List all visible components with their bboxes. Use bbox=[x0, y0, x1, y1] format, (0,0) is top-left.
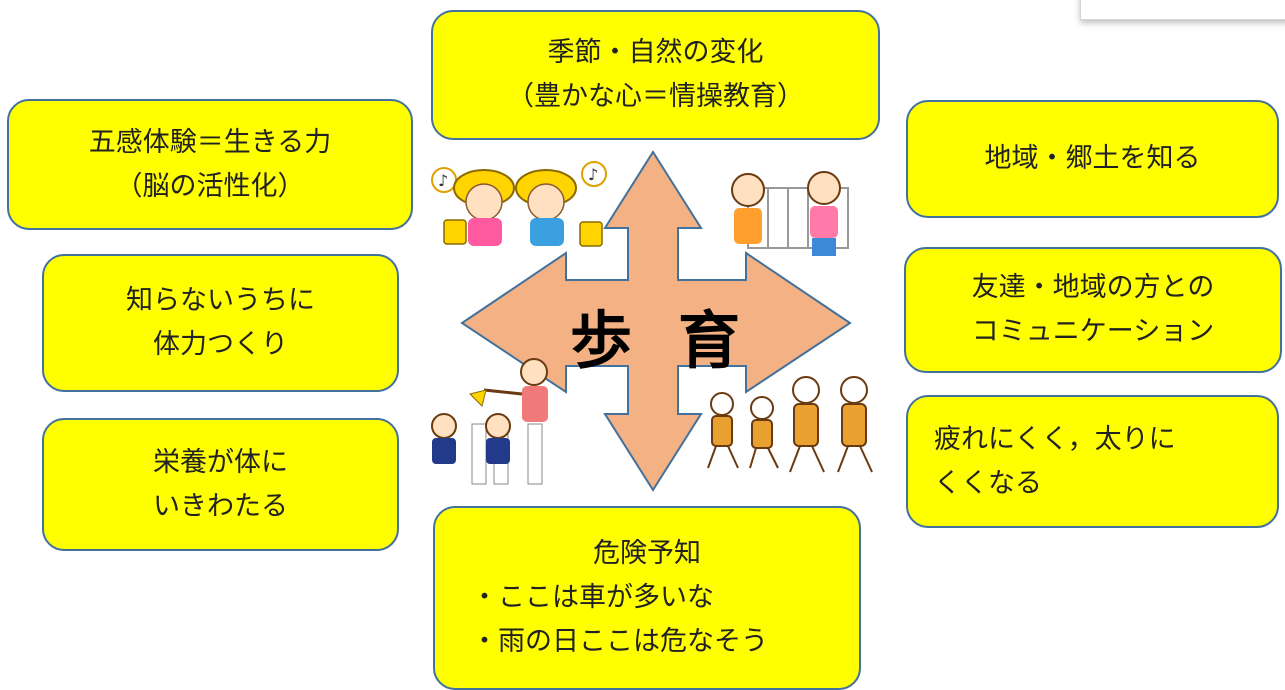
corner-panel bbox=[1080, 0, 1285, 20]
box-seasons-line-1: 季節・自然の変化 bbox=[547, 37, 764, 69]
box-danger-line-2: ・ここは車が多いな bbox=[471, 582, 714, 614]
center-char-2: 育 bbox=[677, 304, 740, 377]
children-walking-illustration: ♪ ♪ bbox=[431, 161, 607, 247]
box-less-fatigue-line-2: くくなる bbox=[934, 467, 1042, 499]
box-physical-strength: 知らないうちに 体力つくり bbox=[42, 254, 399, 392]
box-nutrition-line-1: 栄養が体に bbox=[153, 446, 288, 478]
box-less-fatigue-line-1: 疲れにくく，太りに bbox=[934, 423, 1176, 455]
box-five-senses: 五感体験＝生きる力 （脳の活性化） bbox=[7, 99, 413, 230]
svg-text:♪: ♪ bbox=[438, 171, 448, 190]
children-waving-illustration bbox=[731, 171, 849, 256]
center-title: 歩 育 bbox=[570, 300, 740, 377]
box-know-community-line-1: 地域・郷土を知る bbox=[984, 143, 1201, 175]
box-five-senses-line-2: （脳の活性化） bbox=[115, 170, 305, 202]
crossing-guard-illustration bbox=[431, 358, 548, 485]
box-danger-heading: 危険予知 bbox=[593, 538, 701, 570]
box-danger-prediction: 危険予知 ・ここは車が多いな ・雨の日ここは危なそう bbox=[433, 506, 861, 690]
family-walking-illustration bbox=[707, 376, 873, 473]
svg-text:♪: ♪ bbox=[588, 165, 598, 184]
center-char-1: 歩 bbox=[570, 304, 633, 377]
box-five-senses-line-1: 五感体験＝生きる力 bbox=[88, 126, 332, 158]
four-way-arrow-shape bbox=[460, 150, 852, 492]
box-communication-line-1: 友達・地域の方との bbox=[971, 272, 1215, 304]
box-nutrition-line-2: いきわたる bbox=[153, 490, 288, 522]
box-know-community: 地域・郷土を知る bbox=[906, 100, 1279, 218]
box-danger-line-3: ・雨の日ここは危なそう bbox=[471, 625, 768, 657]
box-seasons-line-2: （豊かな心＝情操教育） bbox=[507, 81, 804, 112]
box-nutrition: 栄養が体に いきわたる bbox=[42, 418, 399, 551]
box-communication-line-2: コミュニケーション bbox=[971, 316, 1215, 347]
box-physical-strength-line-1: 知らないうちに bbox=[126, 285, 315, 317]
box-less-fatigue: 疲れにくく，太りに くくなる bbox=[906, 395, 1279, 528]
box-seasons-nature: 季節・自然の変化 （豊かな心＝情操教育） bbox=[431, 10, 880, 140]
box-communication: 友達・地域の方との コミュニケーション bbox=[904, 247, 1282, 373]
box-physical-strength-line-2: 体力つくり bbox=[153, 329, 288, 360]
